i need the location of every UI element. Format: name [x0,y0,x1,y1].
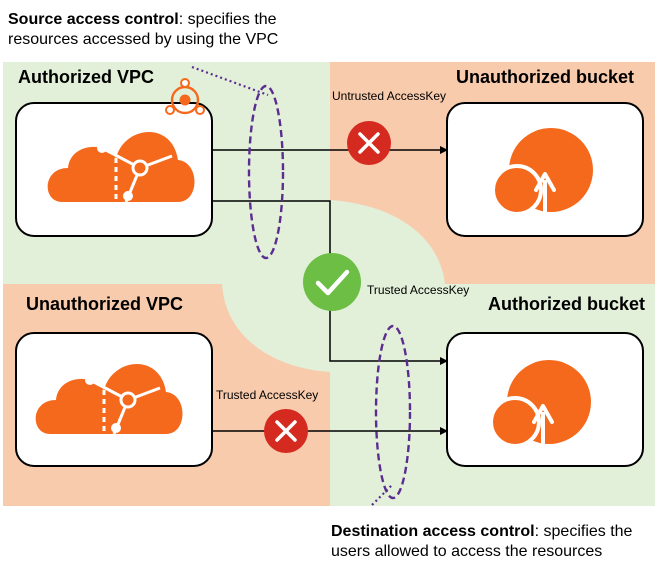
source-control-boundary [247,84,285,260]
unauthorized-bucket-title: Unauthorized bucket [456,67,635,87]
oss-bucket-icon [491,128,593,216]
vpc-endpoint-icon [165,78,205,115]
oss-bucket-icon [489,360,591,448]
source-access-title: Source access control [8,11,179,28]
destination-access-title: Destination access control [331,523,535,540]
untrusted-accesskey-label: Untrusted AccessKey [332,89,447,103]
green-overlap-bottom [222,284,330,372]
authorized-bucket-title: Authorized bucket [488,294,646,314]
destination-control-boundary [374,324,412,500]
trusted-accesskey-denied-label: Trusted AccessKey [216,388,319,402]
unauthorized-vpc-title: Unauthorized VPC [26,294,184,314]
vpc-cloud-icon [35,363,183,435]
source-access-caption: Source access control: specifies the res… [8,10,338,50]
source-callout-line [191,65,269,97]
cross-icon [264,409,308,453]
green-overlap-top [330,200,445,284]
cross-icon [347,121,391,165]
destination-access-description: : specifies the users allowed to access … [331,523,633,560]
trusted-accesskey-label: Trusted AccessKey [367,283,470,297]
destination-access-caption: Destination access control: specifies th… [331,522,655,561]
vpc-cloud-icon [47,131,195,203]
check-icon [303,253,361,311]
authorized-vpc-title: Authorized VPC [18,67,155,87]
source-access-description: : specifies the resources accessed by us… [8,11,279,48]
